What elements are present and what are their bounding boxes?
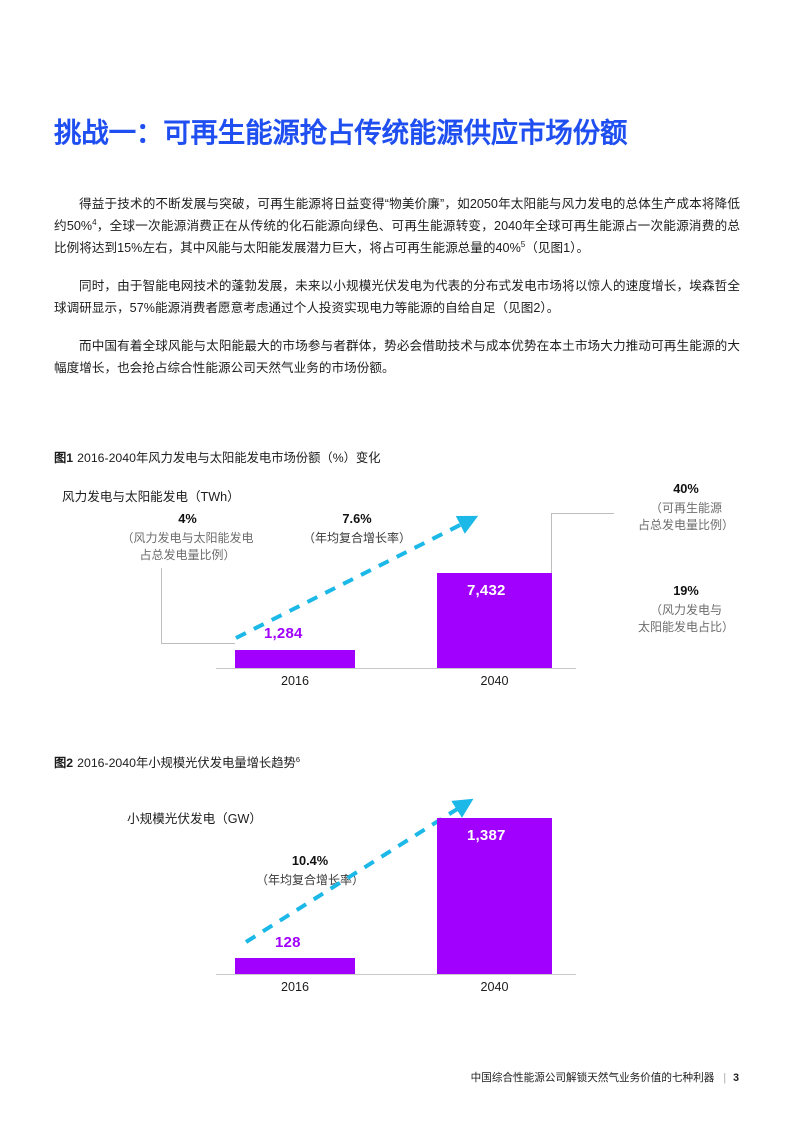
- footnote-ref-4: 4: [92, 217, 97, 227]
- figure-1-tick-2040: 2040: [480, 674, 509, 688]
- page-title: 挑战一：可再生能源抢占传统能源供应市场份额: [54, 117, 628, 149]
- figure-2-bar-2040: [437, 818, 552, 974]
- footnote-ref-6: 6: [295, 754, 300, 764]
- figure-1-bar-2040: [437, 573, 552, 668]
- figure-2-value-label-2040: 1,387: [467, 827, 506, 844]
- figure-2-tick-2040: 2040: [480, 980, 509, 994]
- figure-1-callout-right-top-sub-2: 占总发电量比例）: [637, 518, 734, 532]
- figure-1-callout-right-bottom: 19% （风力发电与 太阳能发电占比）: [600, 582, 772, 636]
- figure-1-callout-cagr-value: 7.6%: [342, 511, 372, 526]
- figure-1-connector-left-horizontal: [161, 643, 235, 645]
- figure-1-callout-left-sub-1: （风力发电与太阳能发电: [121, 531, 254, 545]
- figure-1-bar-2016: [235, 650, 355, 668]
- figure-2-callout-cagr-value: 10.4%: [291, 853, 329, 868]
- footer-document-title: 中国综合性能源公司解锁天然气业务价值的七种利器: [470, 1072, 715, 1084]
- figure-1-tick-2016: 2016: [280, 674, 310, 688]
- figure-2-baseline-axis: [216, 974, 576, 976]
- figure-2-bar-2016: [235, 958, 355, 974]
- figure-1-baseline-axis: [216, 668, 576, 670]
- footer-page-number: 3: [733, 1072, 739, 1084]
- figure-1-callout-cagr: 7.6% （年均复合增长率）: [282, 510, 432, 547]
- figure-1-callout-right-top: 40% （可再生能源 占总发电量比例）: [600, 480, 772, 534]
- figure-2-caption-text: 2016-2040年小规模光伏发电量增长趋势: [77, 756, 296, 770]
- figure-1-value-label-2016: 1,284: [264, 625, 303, 642]
- footer-separator: |: [723, 1072, 727, 1084]
- figure-1-callout-left: 4% （风力发电与太阳能发电 占总发电量比例）: [80, 510, 295, 564]
- paragraph-3: 而中国有着全球风能与太阳能最大的市场参与者群体，势必会借助技术与成本优势在本土市…: [54, 338, 740, 375]
- paragraph-2: 同时，由于智能电网技术的蓬勃发展，未来以小规模光伏发电为代表的分布式发电市场将以…: [54, 278, 740, 315]
- figure-1-callout-right-bottom-sub-2: 太阳能发电占比）: [637, 620, 734, 634]
- footnote-ref-5: 5: [520, 239, 526, 249]
- figure-2-value-label-2016: 128: [275, 934, 301, 951]
- figure-1-connector-left-vertical: [161, 568, 163, 644]
- figure-2-growth-arrow-icon: [244, 798, 474, 944]
- figure-1-caption-text: 2016-2040年风力发电与太阳能发电市场份额（%）变化: [77, 451, 381, 465]
- figure-2-tick-2016: 2016: [280, 980, 310, 994]
- figure-1-callout-cagr-sub-1: （年均复合增长率）: [302, 531, 411, 545]
- figure-1-connector-right-horizontal: [551, 513, 614, 515]
- figure-1-callout-right-bottom-value: 19%: [673, 583, 699, 598]
- figure-1-callout-right-top-value: 40%: [673, 481, 699, 496]
- figure-1-number: 图1: [54, 451, 74, 465]
- figure-1-connector-right-vertical: [551, 513, 553, 573]
- figure-1-callout-right-bottom-sub-1: （风力发电与: [649, 603, 722, 617]
- figure-2-number: 图2: [54, 756, 74, 770]
- figure-1-chart: 风力发电与太阳能发电（TWh） 4% （风力发电与太阳能发电 占总发电量比例） …: [0, 470, 793, 705]
- paragraph-1-segment-a: 得益于技术的不断发展与突破，可再生能源将日益变得“物美价廉”，如2050年太阳能…: [54, 196, 740, 233]
- figure-1-value-label-2040: 7,432: [467, 582, 506, 599]
- page-footer: 中国综合性能源公司解锁天然气业务价值的七种利器 | 3: [471, 1070, 739, 1085]
- figure-1-axis-title: 风力发电与太阳能发电（TWh）: [62, 490, 240, 504]
- figure-2-chart: 小规模光伏发电（GW） 10.4% （年均复合增长率） 128 1,387 20…: [0, 790, 793, 1015]
- figure-1-growth-arrow-icon: [235, 515, 479, 640]
- figure-1-callout-left-value: 4%: [178, 511, 197, 526]
- figure-2-axis-title: 小规模光伏发电（GW）: [127, 812, 263, 826]
- figure-1-callout-right-top-sub-1: （可再生能源: [649, 501, 722, 515]
- figure-1-callout-left-sub-2: 占总发电量比例）: [139, 548, 236, 562]
- paragraph-1-segment-b: ，全球一次能源消费正在从传统的化石能源向绿色、可再生能源转变，2040年全球可再…: [54, 218, 740, 255]
- paragraph-1: 得益于技术的不断发展与突破，可再生能源将日益变得“物美价廉”，如2050年太阳能…: [54, 193, 740, 259]
- paragraph-1-segment-c: （见图1）。: [525, 240, 590, 255]
